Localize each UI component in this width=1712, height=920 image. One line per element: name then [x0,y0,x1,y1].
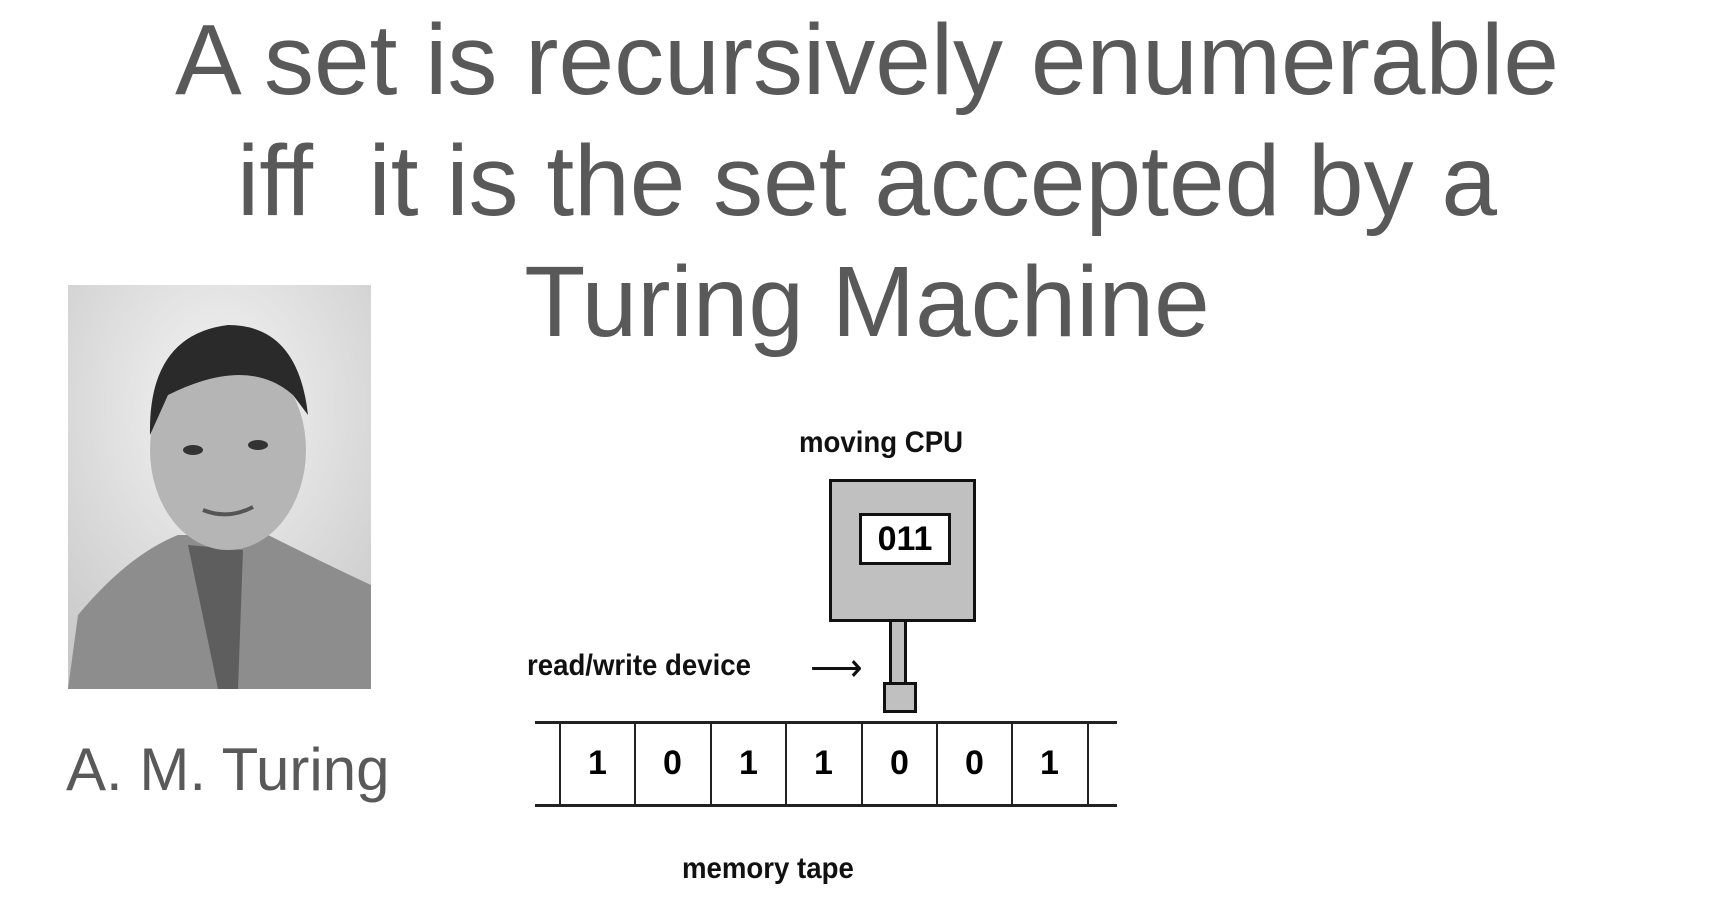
device-label: read/write device [527,649,751,682]
tape-label: memory tape [682,852,854,885]
state-register: 011 [859,513,951,565]
tape-cell: 0 [861,724,936,804]
tape-cell: 0 [634,724,709,804]
memory-tape: 1 0 1 1 0 0 1 [535,721,1117,807]
tape-cell: 1 [559,724,634,804]
read-write-head [883,682,917,713]
tape-cell: 1 [785,724,860,804]
turing-portrait [68,285,371,689]
tape-cell: 1 [710,724,785,804]
portrait-caption: A. M. Turing [66,736,390,803]
tape-divider [1087,724,1089,804]
title-line: A set is recursively enumerable [175,4,1559,116]
tape-cell: 1 [1011,724,1086,804]
head-stem [889,622,907,682]
title-line: iff it is the set accepted by a [237,125,1497,237]
cpu-label: moving CPU [799,426,964,459]
title-line: Turing Machine [524,246,1210,358]
tape-cell: 0 [936,724,1011,804]
arrow-icon: ⟶ [810,646,863,690]
slide-title: A set is recursively enumerable iff it i… [0,0,1712,363]
